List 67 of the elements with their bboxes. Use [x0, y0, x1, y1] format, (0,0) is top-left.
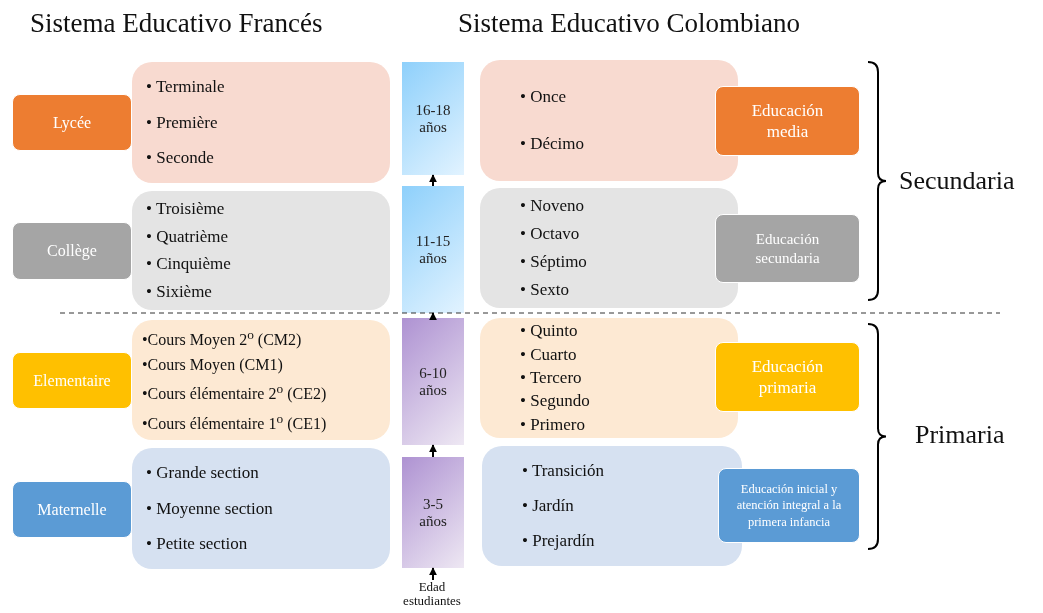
axis-caption: Edad estudiantes: [402, 580, 462, 610]
grade-item: • Moyenne section: [146, 498, 274, 519]
grade-item: • Once: [520, 87, 568, 107]
level-label-box: [718, 468, 860, 543]
grade-item: • Terminale: [146, 77, 226, 98]
grade-item: • Première: [146, 112, 219, 133]
level-name: Lycée: [51, 112, 93, 133]
level-label-box: [12, 352, 132, 409]
grade-item: •Cours Moyen (CM1): [142, 356, 284, 375]
age-range-text: 16-18 años: [414, 101, 452, 136]
level-name: Collège: [46, 241, 98, 261]
grade-item: • Troisième: [146, 198, 226, 219]
age-range-bar: [402, 457, 464, 568]
grade-item: • Sexto: [520, 280, 570, 300]
grade-item: • Sixième: [146, 282, 213, 303]
level-name: Educación primaria: [750, 355, 825, 399]
grade-list-panel: [132, 191, 390, 310]
grade-item: • Séptimo: [520, 252, 588, 272]
grade-item: • Petite section: [146, 533, 249, 554]
age-range-text: 3-5 años: [418, 495, 448, 530]
grade-item: • Quatrième: [146, 226, 229, 247]
level-name: Maternelle: [36, 499, 108, 520]
group-label: Secundaria: [899, 166, 1015, 196]
grade-item: • Noveno: [520, 196, 586, 216]
level-name: Elementaire: [32, 370, 112, 391]
grade-item: • Tercero: [520, 368, 583, 388]
arrow: [429, 444, 437, 458]
level-label-box: [12, 94, 132, 151]
grade-item: • Segundo: [520, 391, 591, 412]
age-range-text: 6-10 años: [418, 364, 448, 399]
grade-item: • Quinto: [520, 321, 579, 342]
level-label-box: [715, 214, 860, 283]
grade-item: • Grande section: [146, 463, 260, 484]
column-heading: Sistema Educativo Francés: [30, 8, 323, 39]
level-label-box: [12, 222, 132, 280]
grade-item: • Seconde: [146, 147, 215, 168]
level-name: Educación secundaria: [754, 229, 821, 268]
grade-list-panel: [132, 62, 390, 183]
grade-list-panel: [480, 318, 738, 438]
age-range-bar: [402, 62, 464, 175]
level-label-box: [715, 342, 860, 412]
level-label-box: [12, 481, 132, 538]
age-range-bar: [402, 318, 464, 445]
level-label-box: [715, 86, 860, 156]
grade-list-panel: [480, 188, 738, 308]
grade-item: • Transición: [522, 461, 605, 481]
grade-item: • Prejardín: [522, 531, 596, 551]
grade-item: • Octavo: [520, 224, 581, 244]
grade-item: • Décimo: [520, 134, 585, 154]
grade-item: •Cours élémentaire 2$^{o}$ (CE2): [142, 381, 328, 404]
grade-item: • Primero: [520, 414, 586, 435]
age-range-text: 11-15 años: [414, 232, 452, 267]
group-label: Primaria: [915, 420, 1005, 450]
arrow: [429, 567, 437, 581]
grade-item: • Cinquième: [146, 254, 232, 275]
grade-list-panel: [480, 60, 738, 181]
arrow: [429, 174, 437, 187]
level-name: Educación inicial y atención integral a la primera infancia: [735, 481, 843, 530]
grade-list-panel: [132, 320, 390, 440]
level-name: Educación media: [750, 99, 825, 143]
age-range-bar: [402, 186, 464, 313]
grade-list-panel: [132, 448, 390, 569]
arrow: [429, 312, 437, 321]
grade-item: •Cours élémentaire 1$^{o}$ (CE1): [142, 410, 328, 433]
column-heading: Sistema Educativo Colombiano: [458, 8, 800, 39]
grade-item: •Cours Moyen 2$^{o}$ (CM2): [142, 327, 303, 350]
grade-item: • Cuarto: [520, 344, 578, 365]
